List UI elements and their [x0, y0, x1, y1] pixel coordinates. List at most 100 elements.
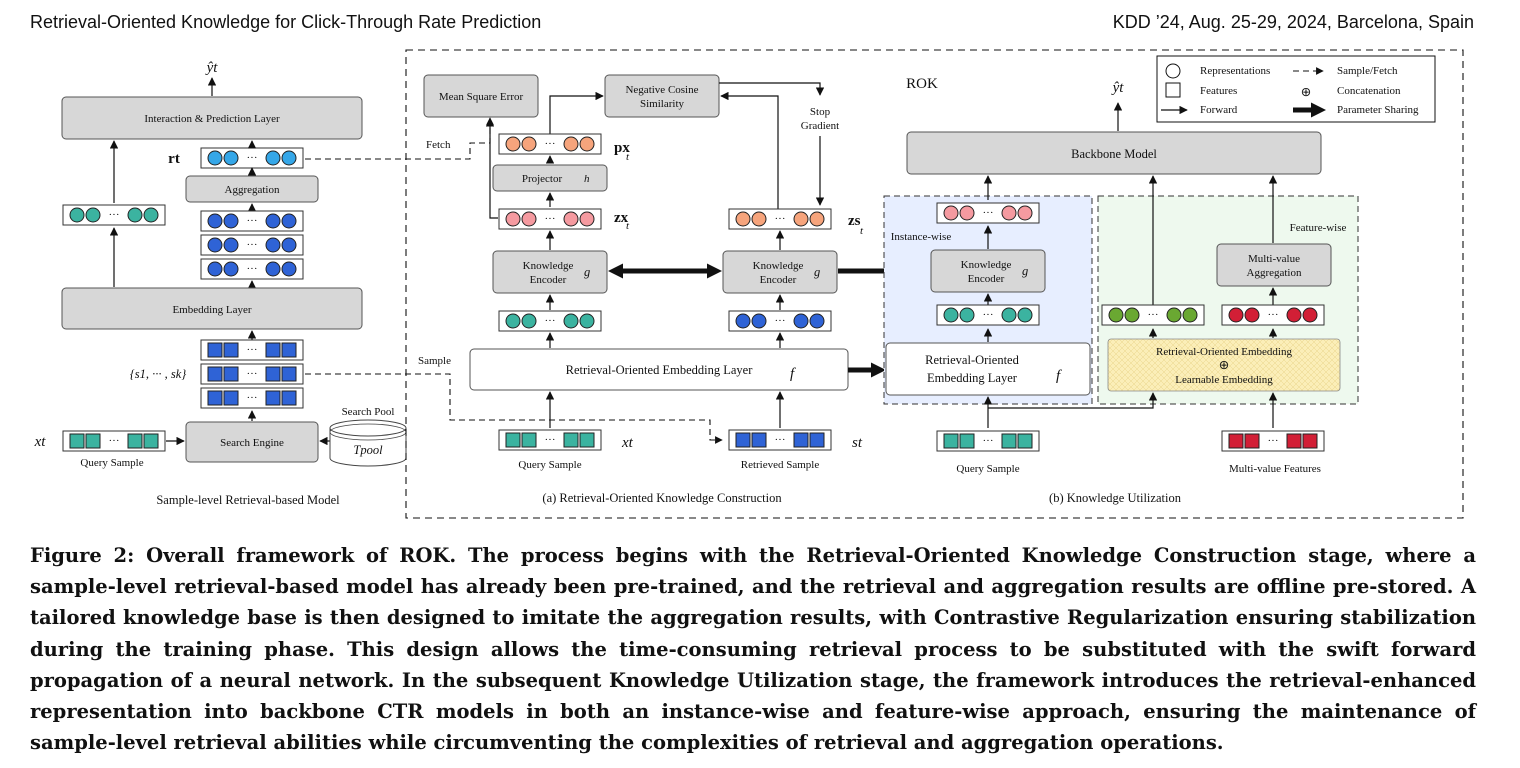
svg-text:···: ··· [775, 434, 786, 446]
r-t-vector: ··· [200, 147, 304, 169]
representation-dot [579, 211, 595, 227]
feature-square [265, 390, 281, 406]
embedding-concat-box [1107, 338, 1341, 392]
representation-dot [265, 261, 281, 277]
z-x-sub: t [626, 220, 630, 232]
representation-dot [563, 136, 579, 152]
rok-title: ROK [906, 76, 938, 92]
b-emb-vector: ··· [936, 304, 1040, 326]
feature-square [943, 433, 959, 449]
concat-icon: ⊕ [1219, 358, 1229, 372]
representation-dot [223, 261, 239, 277]
representation-dot [143, 207, 159, 223]
roel-label: Retrieval-Oriented Embedding Layer [566, 363, 754, 377]
legend-param-sharing: Parameter Sharing [1337, 104, 1419, 116]
representation-dot [69, 207, 85, 223]
knowledge-encoder-a1 [492, 250, 608, 294]
feature-square [207, 342, 223, 358]
representation-dot [223, 150, 239, 166]
representation-dot [959, 205, 975, 221]
panel-a: Mean Square Error Negative Cosine Simila… [423, 74, 930, 505]
interaction-prediction-layer [61, 96, 363, 140]
svg-text:···: ··· [247, 344, 258, 356]
stop-gradient-label-1: Stop [810, 106, 831, 118]
p-x-vector: ··· [498, 133, 602, 155]
running-header-venue: KDD ’24, Aug. 25-29, 2024, Barcelona, Sp… [1112, 12, 1474, 32]
representation-dot [809, 313, 825, 329]
feature-square [281, 390, 297, 406]
ke-a1-line1: Knowledge [523, 260, 574, 272]
svg-text:···: ··· [983, 309, 994, 321]
svg-text:···: ··· [983, 435, 994, 447]
feature-square [69, 433, 85, 449]
representation-dot [809, 211, 825, 227]
left-caption: Sample-level Retrieval-based Model [156, 493, 340, 507]
legend-circle-icon [1165, 63, 1181, 79]
rok-framework-figure: ŷt Interaction & Prediction Layer rt ···… [34, 49, 1464, 519]
representation-dot [1302, 307, 1318, 323]
representation-dot [1124, 307, 1140, 323]
roe-label: Retrieval-Oriented Embedding [1156, 346, 1292, 358]
knowledge-encoder-b [930, 249, 1046, 293]
roel-f: f [790, 366, 796, 382]
legend-forward: Forward [1200, 104, 1238, 116]
projector-h: h [584, 173, 590, 185]
z-x-label: zx [614, 210, 629, 226]
representation-dot [207, 237, 223, 253]
svg-text:···: ··· [775, 315, 786, 327]
a-retrieved-sample-label: Retrieved Sample [741, 459, 820, 471]
legend-representations: Representations [1200, 65, 1270, 77]
aggregation-box [185, 175, 319, 203]
svg-text:···: ··· [983, 207, 994, 219]
backbone-model-box [906, 131, 1322, 175]
legend-square-icon [1165, 82, 1181, 98]
embedding-layer [61, 287, 363, 330]
feature-square [735, 432, 751, 448]
feature-square [223, 366, 239, 382]
emb-q-vector: ··· [498, 310, 602, 332]
feature-square [207, 366, 223, 382]
ke-a1-line2: Encoder [530, 274, 567, 286]
representation-dot [265, 237, 281, 253]
query-sample-label: Query Sample [80, 457, 143, 469]
left-panel: ŷt Interaction & Prediction Layer rt ···… [34, 60, 407, 507]
representation-dot [207, 261, 223, 277]
feature-wise-label: Feature-wise [1290, 222, 1347, 234]
search-pool-label: Search Pool [342, 406, 395, 418]
representation-dot [1166, 307, 1182, 323]
svg-text:···: ··· [545, 434, 556, 446]
svg-text:···: ··· [247, 239, 258, 251]
representation-dot [85, 207, 101, 223]
query-features: ··· [62, 430, 166, 452]
representation-dot [751, 211, 767, 227]
mse-label: Mean Square Error [439, 91, 524, 103]
svg-text:···: ··· [247, 263, 258, 275]
interaction-layer-label: Interaction & Prediction Layer [144, 113, 280, 125]
b-green-vector: ··· [1101, 304, 1205, 326]
embedding-layer-label: Embedding Layer [172, 304, 251, 316]
x-t-label: xt [34, 434, 47, 450]
mv-features-label: Multi-value Features [1229, 463, 1321, 475]
svg-text:···: ··· [545, 213, 556, 225]
fetch-label: Fetch [426, 139, 451, 151]
representation-dot [223, 237, 239, 253]
representation-dot [127, 207, 143, 223]
feature-square [223, 342, 239, 358]
feature-square [281, 366, 297, 382]
ke-a1-g: g [584, 265, 590, 279]
feature-square [127, 433, 143, 449]
svg-text:···: ··· [247, 152, 258, 164]
svg-text:···: ··· [1268, 435, 1279, 447]
representation-dot [521, 136, 537, 152]
feature-square [265, 366, 281, 382]
aggregation-label: Aggregation [225, 184, 280, 196]
legend: Representations Features Forward Sample/… [1156, 55, 1436, 123]
panel-b: ŷt Backbone Model ··· Instance-wise Feat… [883, 80, 1359, 505]
retrieved-representations: ········· [200, 210, 304, 280]
representation-dot [579, 313, 595, 329]
z-x-vector: ··· [498, 208, 602, 230]
svg-text:···: ··· [545, 315, 556, 327]
ke-b-g: g [1022, 264, 1028, 278]
b-caption: (b) Knowledge Utilization [1049, 491, 1182, 505]
representation-dot [521, 313, 537, 329]
